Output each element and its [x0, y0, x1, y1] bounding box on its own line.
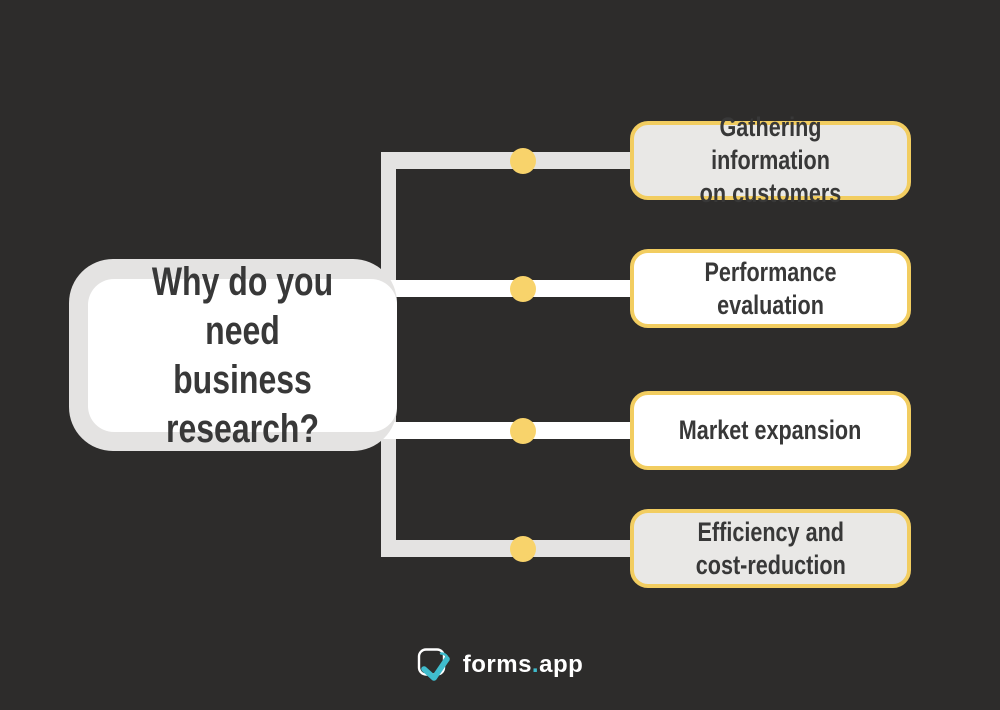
connector-branch-1: [381, 152, 630, 169]
connector-dot-3: [510, 418, 536, 444]
root-node: Why do you need business research?: [88, 260, 397, 451]
checkbox-check-icon: [417, 648, 450, 681]
branch-node-1: Gathering information on customers: [630, 112, 911, 208]
branch-node-3-label: Market expansion: [679, 415, 862, 445]
forms-app-logo: forms.app: [0, 641, 1000, 689]
brand-name-main: forms: [462, 651, 532, 678]
connector-dot-2: [510, 276, 536, 302]
connector-branch-2: [381, 280, 630, 297]
branch-node-4: Efficiency and cost-reduction: [630, 509, 911, 588]
branch-node-1-label: Gathering information on customers: [699, 112, 842, 208]
root-node-title: Why do you need business research?: [151, 259, 334, 451]
connector-dot-1: [510, 148, 536, 174]
connector-branch-3: [381, 422, 630, 439]
brand-name-suffix: app: [539, 651, 584, 678]
branch-node-4-label: Efficiency and cost-reduction: [695, 516, 846, 580]
connector-dot-4: [510, 536, 536, 562]
branch-node-2-label: Performance evaluation: [704, 256, 837, 320]
branch-node-3: Market expansion: [630, 391, 911, 470]
brand-name: forms.app: [463, 651, 584, 679]
connector-branch-4: [381, 540, 630, 557]
branch-node-2: Performance evaluation: [630, 249, 911, 328]
brand-name-dot: .: [531, 651, 540, 678]
